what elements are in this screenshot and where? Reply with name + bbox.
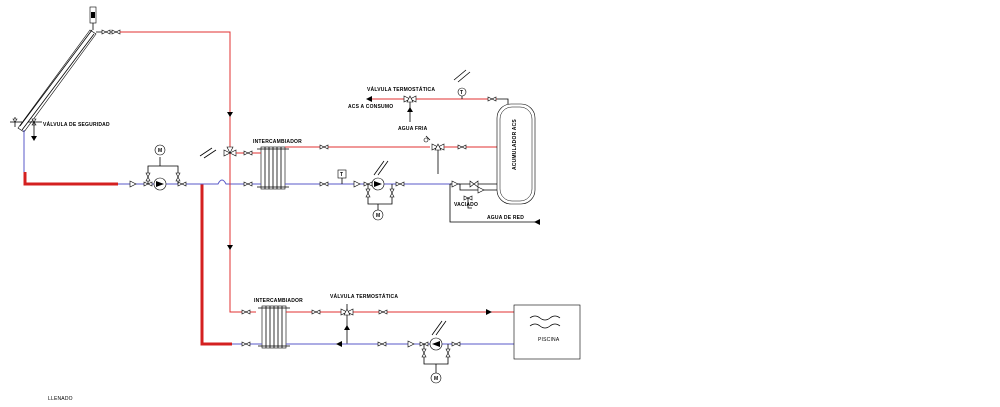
svg-text:M: M <box>434 376 438 382</box>
pool-label: PISCINA <box>538 337 560 343</box>
svg-text:M: M <box>376 213 380 219</box>
valve-icon <box>377 341 387 347</box>
thermometer-icon: T <box>337 169 347 184</box>
three-way-valve-icon <box>423 135 445 151</box>
fill-label: LLENADO <box>48 396 73 402</box>
valve-icon <box>111 29 121 35</box>
valve-icon <box>319 181 329 187</box>
valve-icon <box>365 188 371 198</box>
pump-icon <box>153 177 167 191</box>
valve-icon <box>241 309 251 315</box>
solar-collector <box>17 29 97 133</box>
thermometer-icon: T <box>453 69 471 99</box>
valve-icon <box>389 188 395 198</box>
check-valve-icon <box>353 180 361 188</box>
drain-valve-icon <box>463 195 473 209</box>
valve-icon <box>319 144 329 150</box>
three-way-valve-icon <box>199 146 237 159</box>
valve-icon <box>363 181 373 187</box>
heat-exchanger-icon <box>257 146 289 190</box>
heat-exchanger-2-label: INTERCAMBIADOR <box>254 298 303 304</box>
valve-icon <box>243 150 253 156</box>
valve-icon <box>241 341 251 347</box>
valve-icon <box>469 180 479 188</box>
safety-valve-icon <box>10 117 42 141</box>
check-valve-icon <box>477 186 485 194</box>
valve-icon <box>177 181 187 187</box>
valve-icon <box>243 181 253 187</box>
valve-icon <box>451 341 461 347</box>
tank-label: ACUMULADOR ACS <box>512 119 518 170</box>
svg-text:T: T <box>460 90 463 96</box>
valve-icon <box>311 309 321 315</box>
valve-icon <box>145 172 151 182</box>
safety-valve-label: VÁLVULA DE SEGURIDAD <box>43 121 110 128</box>
valve-icon <box>419 341 429 347</box>
mains-water-label: AGUA DE RED <box>487 215 524 221</box>
thermostatic-valve-1-label: VÁLVULA TERMOSTÁTICA <box>367 86 435 93</box>
valve-icon <box>143 181 153 187</box>
check-valve-icon <box>129 180 137 188</box>
check-valve-icon <box>407 340 415 348</box>
svg-text:M: M <box>158 148 162 154</box>
three-way-valve-icon <box>403 95 417 103</box>
check-valve-icon <box>451 180 459 188</box>
motor-icon: M <box>372 209 384 221</box>
pump-icon <box>429 320 447 351</box>
valve-icon <box>487 96 497 102</box>
valve-icon <box>445 348 451 358</box>
valve-icon <box>378 309 388 315</box>
drain-label: VACIADO <box>454 202 478 208</box>
thermostatic-valve-2-label: VÁLVULA TERMOSTÁTICA <box>330 293 398 300</box>
valve-icon <box>101 29 111 35</box>
valve-icon <box>457 144 467 150</box>
acs-tank <box>496 103 536 205</box>
cold-water-label: AGUA FRIA <box>398 126 428 132</box>
heat-exchanger-1-label: INTERCAMBIADOR <box>253 139 302 145</box>
heat-exchanger-icon <box>258 305 290 349</box>
acs-consumption-label: ACS A CONSUMO <box>348 104 393 110</box>
air-vent-icon <box>89 6 97 30</box>
valve-icon <box>175 172 181 182</box>
pool <box>513 304 581 360</box>
motor-icon: M <box>154 144 166 156</box>
svg-text:T: T <box>340 172 343 178</box>
valve-icon <box>421 348 427 358</box>
three-way-valve-icon <box>340 304 354 316</box>
pump-icon <box>371 160 389 191</box>
valve-icon <box>395 181 405 187</box>
motor-icon: M <box>430 372 442 384</box>
